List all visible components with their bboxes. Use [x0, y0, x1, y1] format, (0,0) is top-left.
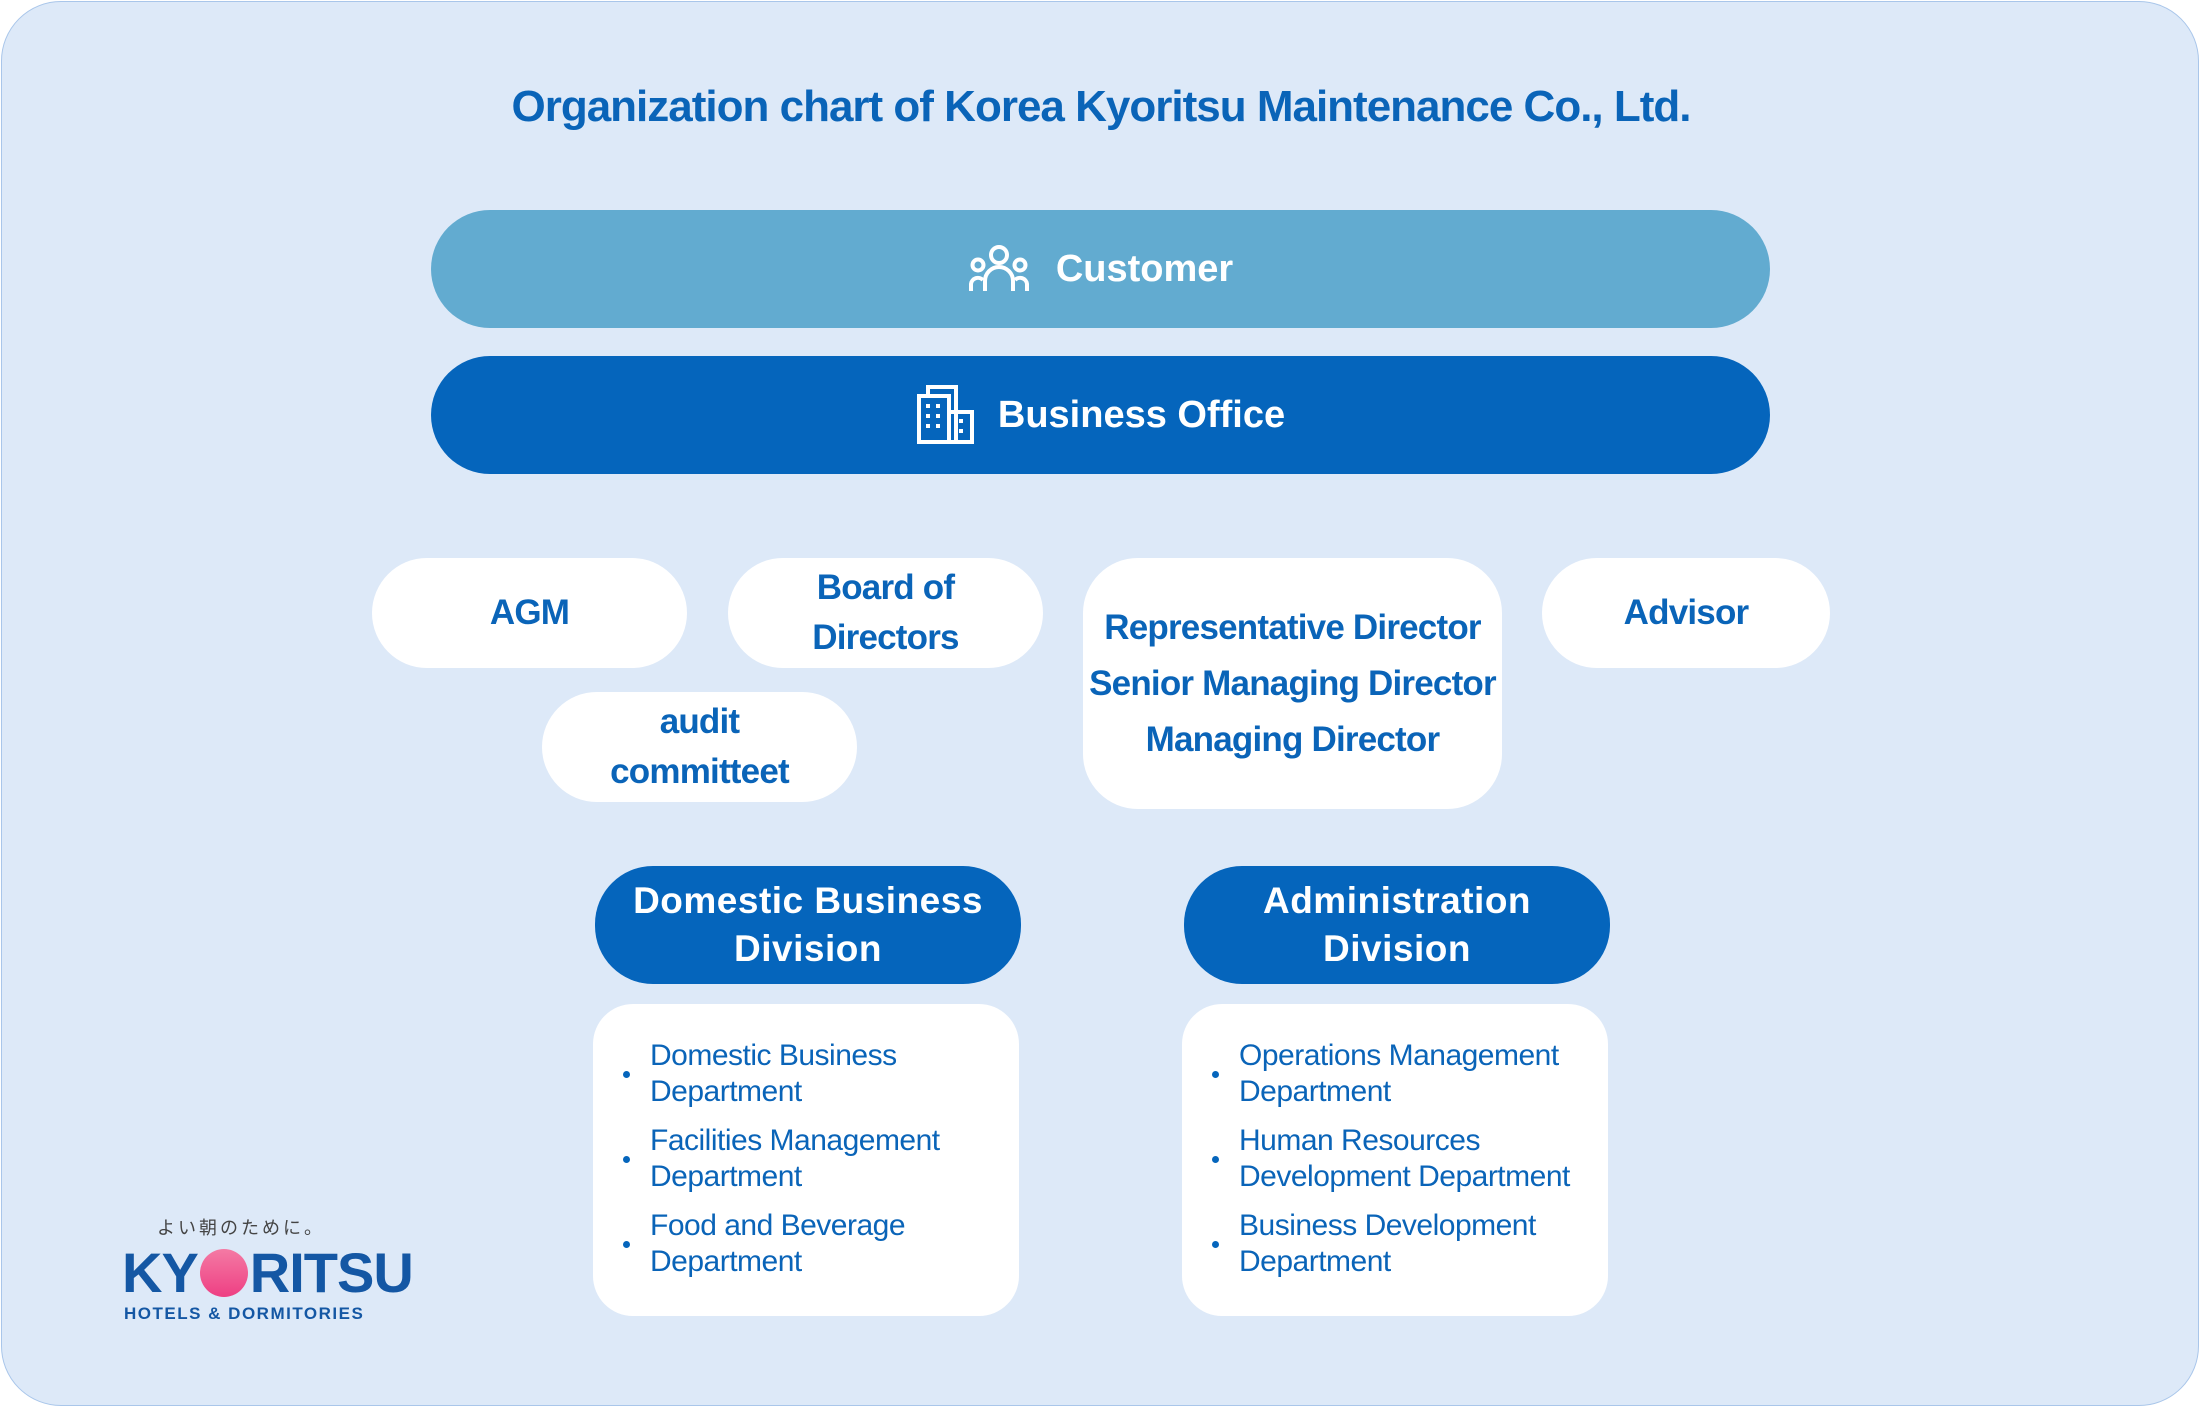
- building-icon: [916, 384, 976, 446]
- audit-line1: audit: [659, 702, 740, 741]
- domestic-division-line2: Division: [734, 928, 882, 969]
- board-of-directors-box: Board of Directors: [728, 558, 1043, 668]
- department-name: Department: [1239, 1075, 1391, 1108]
- domestic-division-header: Domestic Business Division: [595, 866, 1021, 984]
- customer-label: Customer: [1055, 247, 1234, 290]
- logo-word-left: KY: [122, 1241, 199, 1304]
- department-name: Department: [1239, 1245, 1391, 1278]
- department-name: Department: [650, 1160, 802, 1193]
- bullet-icon: [1212, 1240, 1219, 1248]
- admin-division-header: Administration Division: [1184, 866, 1610, 984]
- bullet-icon: [623, 1070, 630, 1078]
- advisor-label: Advisor: [1623, 593, 1750, 632]
- audit-line2: committeet: [610, 752, 790, 791]
- audit-committee-box: audit committeet: [542, 692, 857, 802]
- list-item: Facilities Management Department: [623, 1123, 999, 1195]
- board-line1: Board of: [816, 568, 955, 607]
- directors-box: Representative Director Senior Managing …: [1083, 558, 1502, 809]
- agm-label: AGM: [489, 593, 570, 632]
- kyoritsu-logo: よい朝のために。 KY RITSU HOTELS & DORMITORIES: [122, 1214, 414, 1324]
- department-name: Business Development: [1239, 1209, 1536, 1242]
- logo-word-right: RITSU: [249, 1241, 414, 1304]
- admin-division-line2: Division: [1323, 928, 1471, 969]
- agm-box: AGM: [372, 558, 687, 668]
- bullet-icon: [1212, 1070, 1219, 1078]
- bullet-icon: [1212, 1155, 1219, 1163]
- representative-director: Representative Director: [1104, 607, 1481, 647]
- bullet-icon: [623, 1155, 630, 1163]
- advisor-box: Advisor: [1542, 558, 1830, 668]
- list-item: Human Resources Development Department: [1212, 1123, 1588, 1195]
- domestic-department-list: Domestic Business Department Facilities …: [593, 1004, 1019, 1316]
- chart-title: Organization chart of Korea Kyoritsu Mai…: [511, 82, 1691, 131]
- list-item: Domestic Business Department: [623, 1038, 999, 1110]
- domestic-division-line1: Domestic Business: [633, 880, 983, 921]
- list-item: Business Development Department: [1212, 1208, 1588, 1280]
- department-name: Department: [650, 1075, 802, 1108]
- logo-subtitle: HOTELS & DORMITORIES: [124, 1304, 365, 1323]
- logo-wordmark: KY RITSU: [122, 1240, 414, 1305]
- department-name: Domestic Business: [650, 1039, 897, 1072]
- business-office-label: Business Office: [997, 393, 1286, 436]
- rising-sun-icon: [199, 1248, 248, 1297]
- senior-managing-director: Senior Managing Director: [1089, 663, 1497, 703]
- department-name: Department: [650, 1245, 802, 1278]
- logo-tagline: よい朝のために。: [157, 1218, 325, 1239]
- board-line2: Directors: [812, 618, 959, 657]
- bullet-icon: [623, 1240, 630, 1248]
- list-item: Food and Beverage Department: [623, 1208, 999, 1280]
- managing-director: Managing Director: [1145, 719, 1440, 759]
- department-name: Operations Management: [1239, 1039, 1559, 1072]
- department-name: Human Resources: [1239, 1124, 1480, 1157]
- list-item: Operations Management Department: [1212, 1038, 1588, 1110]
- business-office-bar: Business Office: [431, 356, 1770, 474]
- department-name: Development Department: [1239, 1160, 1570, 1193]
- admin-division-line1: Administration: [1262, 880, 1532, 921]
- people-icon: [968, 243, 1030, 295]
- department-name: Food and Beverage: [650, 1209, 906, 1242]
- department-name: Facilities Management: [650, 1124, 940, 1157]
- admin-department-list: Operations Management Department Human R…: [1182, 1004, 1608, 1316]
- customer-bar: Customer: [431, 210, 1770, 328]
